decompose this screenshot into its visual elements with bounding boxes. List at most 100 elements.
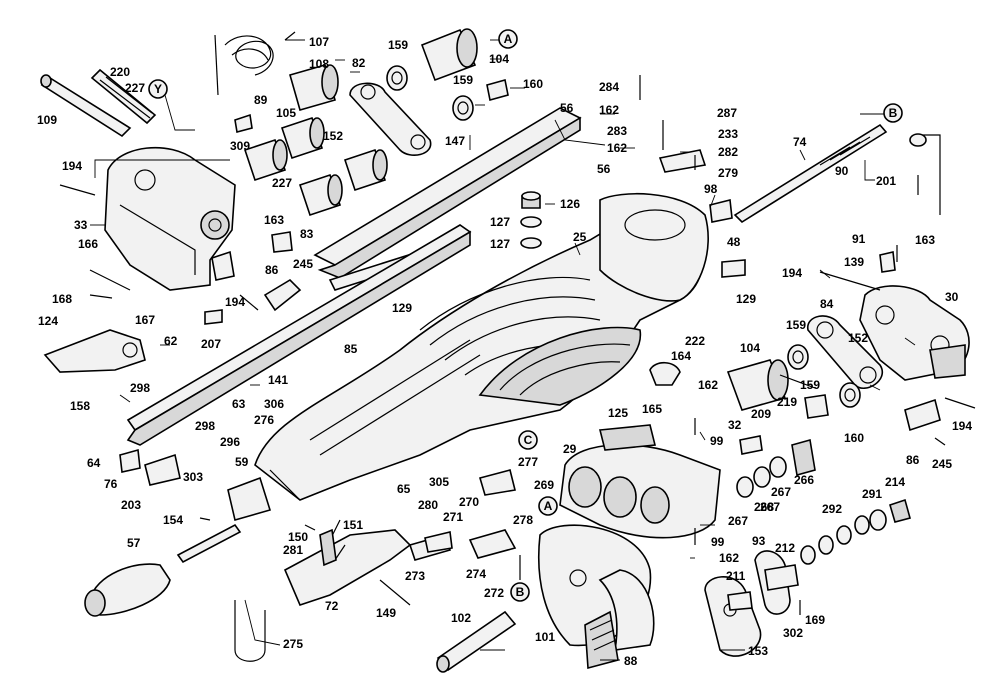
part-label: 29 (563, 442, 577, 456)
part-label: 86 (906, 453, 920, 467)
small-parts (59, 75, 976, 615)
part-label: 147 (445, 134, 465, 148)
part-label: 159 (786, 318, 806, 332)
bushings (243, 28, 789, 411)
part-label: 306 (264, 397, 284, 411)
part-label: 89 (254, 93, 268, 107)
part-label: 76 (104, 477, 118, 491)
lower-rail (126, 224, 472, 446)
part-label: 212 (775, 541, 795, 555)
part-label: 165 (642, 402, 662, 416)
part-label: 150 (288, 530, 308, 544)
part-label: 85 (344, 342, 358, 356)
part-label: 245 (293, 257, 313, 271)
front-carriage (559, 424, 721, 539)
part-label: 152 (848, 331, 868, 345)
part-label: 162 (607, 141, 627, 155)
part-label: 160 (523, 77, 543, 91)
part-label: 149 (376, 606, 396, 620)
part-label: 160 (844, 431, 864, 445)
part-label: 169 (805, 613, 825, 627)
part-label: 101 (535, 630, 555, 644)
part-label: 86 (265, 263, 279, 277)
callout-letter: B (889, 106, 898, 120)
part-label: 220 (110, 65, 130, 79)
part-label: 64 (87, 456, 101, 470)
part-label: 282 (718, 145, 738, 159)
coil-spring (214, 31, 296, 96)
part-label: 141 (268, 373, 288, 387)
callout-letter: A (504, 32, 513, 46)
part-label: 276 (254, 413, 274, 427)
part-label: 72 (325, 599, 339, 613)
part-label: 124 (38, 314, 58, 328)
part-label: 267 (728, 514, 748, 528)
part-label: 267 (771, 485, 791, 499)
part-label: 166 (78, 237, 98, 251)
part-label: 83 (300, 227, 314, 241)
callout-b-bottom: B (510, 582, 530, 602)
part-label: 126 (560, 197, 580, 211)
part-label: 283 (607, 124, 627, 138)
part-label: 277 (518, 455, 538, 469)
part-label: 162 (698, 378, 718, 392)
part-label: 291 (862, 487, 882, 501)
callout-a-top: A (498, 29, 518, 49)
part-label: 227 (125, 81, 145, 95)
part-label: 91 (852, 232, 866, 246)
part-label: 154 (163, 513, 183, 527)
part-label: 274 (466, 567, 486, 581)
part-label: 271 (443, 510, 463, 524)
part-label: 139 (844, 255, 864, 269)
part-label: 194 (62, 159, 82, 173)
part-label: 207 (201, 337, 221, 351)
part-label: 163 (915, 233, 935, 247)
part-label: 30 (945, 290, 959, 304)
part-label: 99 (711, 535, 725, 549)
part-label: 158 (70, 399, 90, 413)
leader-lines (90, 39, 916, 661)
part-label: 159 (453, 73, 473, 87)
part-label: 127 (490, 237, 510, 251)
part-label: 203 (121, 498, 141, 512)
right-arm-bracket (859, 285, 970, 381)
callout-y: Y (148, 79, 168, 99)
callout-letter: C (524, 433, 533, 447)
part-label: 267 (760, 500, 780, 514)
part-label: 32 (728, 418, 742, 432)
part-label: 219 (777, 395, 797, 409)
part-label: 104 (740, 341, 760, 355)
part-label: 272 (484, 586, 504, 600)
part-label: 57 (127, 536, 141, 550)
part-label: 266 (794, 473, 814, 487)
callout-b-right: B (883, 103, 903, 123)
part-label: 287 (717, 106, 737, 120)
bevel-quadrant (537, 524, 655, 670)
part-label: 273 (405, 569, 425, 583)
part-label: 74 (793, 135, 807, 149)
part-label: 270 (459, 495, 479, 509)
part-label: 194 (782, 266, 802, 280)
part-label: 56 (597, 162, 611, 176)
part-label: 279 (718, 166, 738, 180)
base-table (254, 192, 709, 501)
part-label: 268 (754, 500, 774, 514)
part-label: 48 (727, 235, 741, 249)
part-label: 194 (952, 419, 972, 433)
part-label: 302 (783, 626, 803, 640)
part-label: 292 (822, 502, 842, 516)
part-label: 164 (671, 349, 691, 363)
part-label: 305 (429, 475, 449, 489)
part-label: 209 (751, 407, 771, 421)
part-label: 102 (451, 611, 471, 625)
part-label: 194 (225, 295, 245, 309)
part-label: 278 (513, 513, 533, 527)
part-label: 129 (392, 301, 412, 315)
part-label: 162 (719, 551, 739, 565)
callout-c: C (518, 430, 538, 450)
part-label: 63 (232, 397, 246, 411)
part-label: 303 (183, 470, 203, 484)
part-label: 59 (235, 455, 249, 469)
part-label: 65 (397, 482, 411, 496)
